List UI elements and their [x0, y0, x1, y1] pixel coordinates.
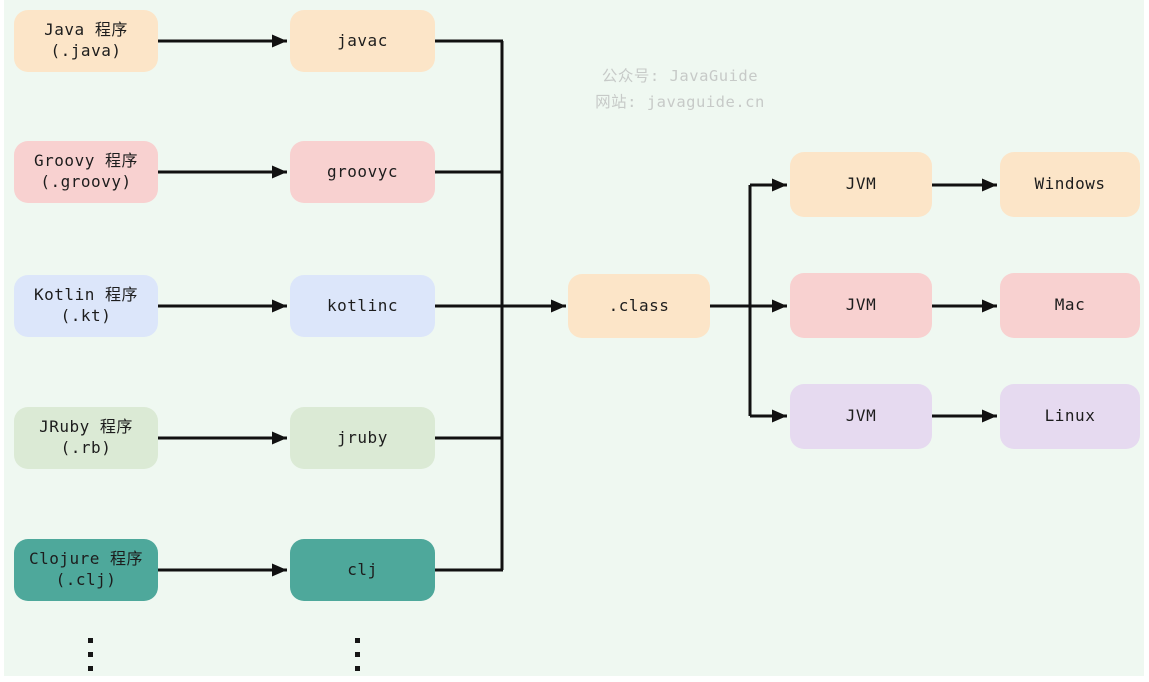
source-box-kotlin: Kotlin 程序 (.kt): [14, 275, 158, 337]
os-box-linux: Linux: [1000, 384, 1140, 449]
diagram-background: [4, 0, 1144, 676]
source-name: Kotlin 程序: [34, 285, 138, 305]
source-box-groovy: Groovy 程序 (.groovy): [14, 141, 158, 203]
jvm-box-linux: JVM: [790, 384, 932, 449]
source-ext: (.rb): [60, 438, 112, 457]
source-name: Java 程序: [44, 20, 128, 40]
source-box-java: Java 程序 (.java): [14, 10, 158, 72]
source-name: JRuby 程序: [39, 417, 133, 437]
compiler-box-javac: javac: [290, 10, 435, 72]
ellipsis-sources-icon: [88, 638, 93, 671]
ellipsis-compilers-icon: [355, 638, 360, 671]
jvm-box-windows: JVM: [790, 152, 932, 217]
watermark-line2: 网站: javaguide.cn: [595, 92, 765, 111]
source-name: Clojure 程序: [28, 549, 144, 569]
source-ext: (.groovy): [40, 172, 132, 191]
compiler-box-jruby: jruby: [290, 407, 435, 469]
jvm-box-mac: JVM: [790, 273, 932, 338]
compiler-box-clj: clj: [290, 539, 435, 601]
source-ext: (.kt): [60, 306, 112, 325]
source-name: Groovy 程序: [34, 151, 138, 171]
source-ext: (.java): [50, 41, 122, 60]
compiler-box-kotlinc: kotlinc: [290, 275, 435, 337]
bytecode-box-class: .class: [568, 274, 710, 338]
source-box-clojure: Clojure 程序 (.clj): [14, 539, 158, 601]
watermark: 公众号: JavaGuide 网站: javaguide.cn: [565, 64, 795, 115]
watermark-line1: 公众号: JavaGuide: [601, 67, 759, 85]
os-box-windows: Windows: [1000, 152, 1140, 217]
source-box-jruby: JRuby 程序 (.rb): [14, 407, 158, 469]
compiler-box-groovyc: groovyc: [290, 141, 435, 203]
os-box-mac: Mac: [1000, 273, 1140, 338]
source-ext: (.clj): [55, 570, 117, 589]
